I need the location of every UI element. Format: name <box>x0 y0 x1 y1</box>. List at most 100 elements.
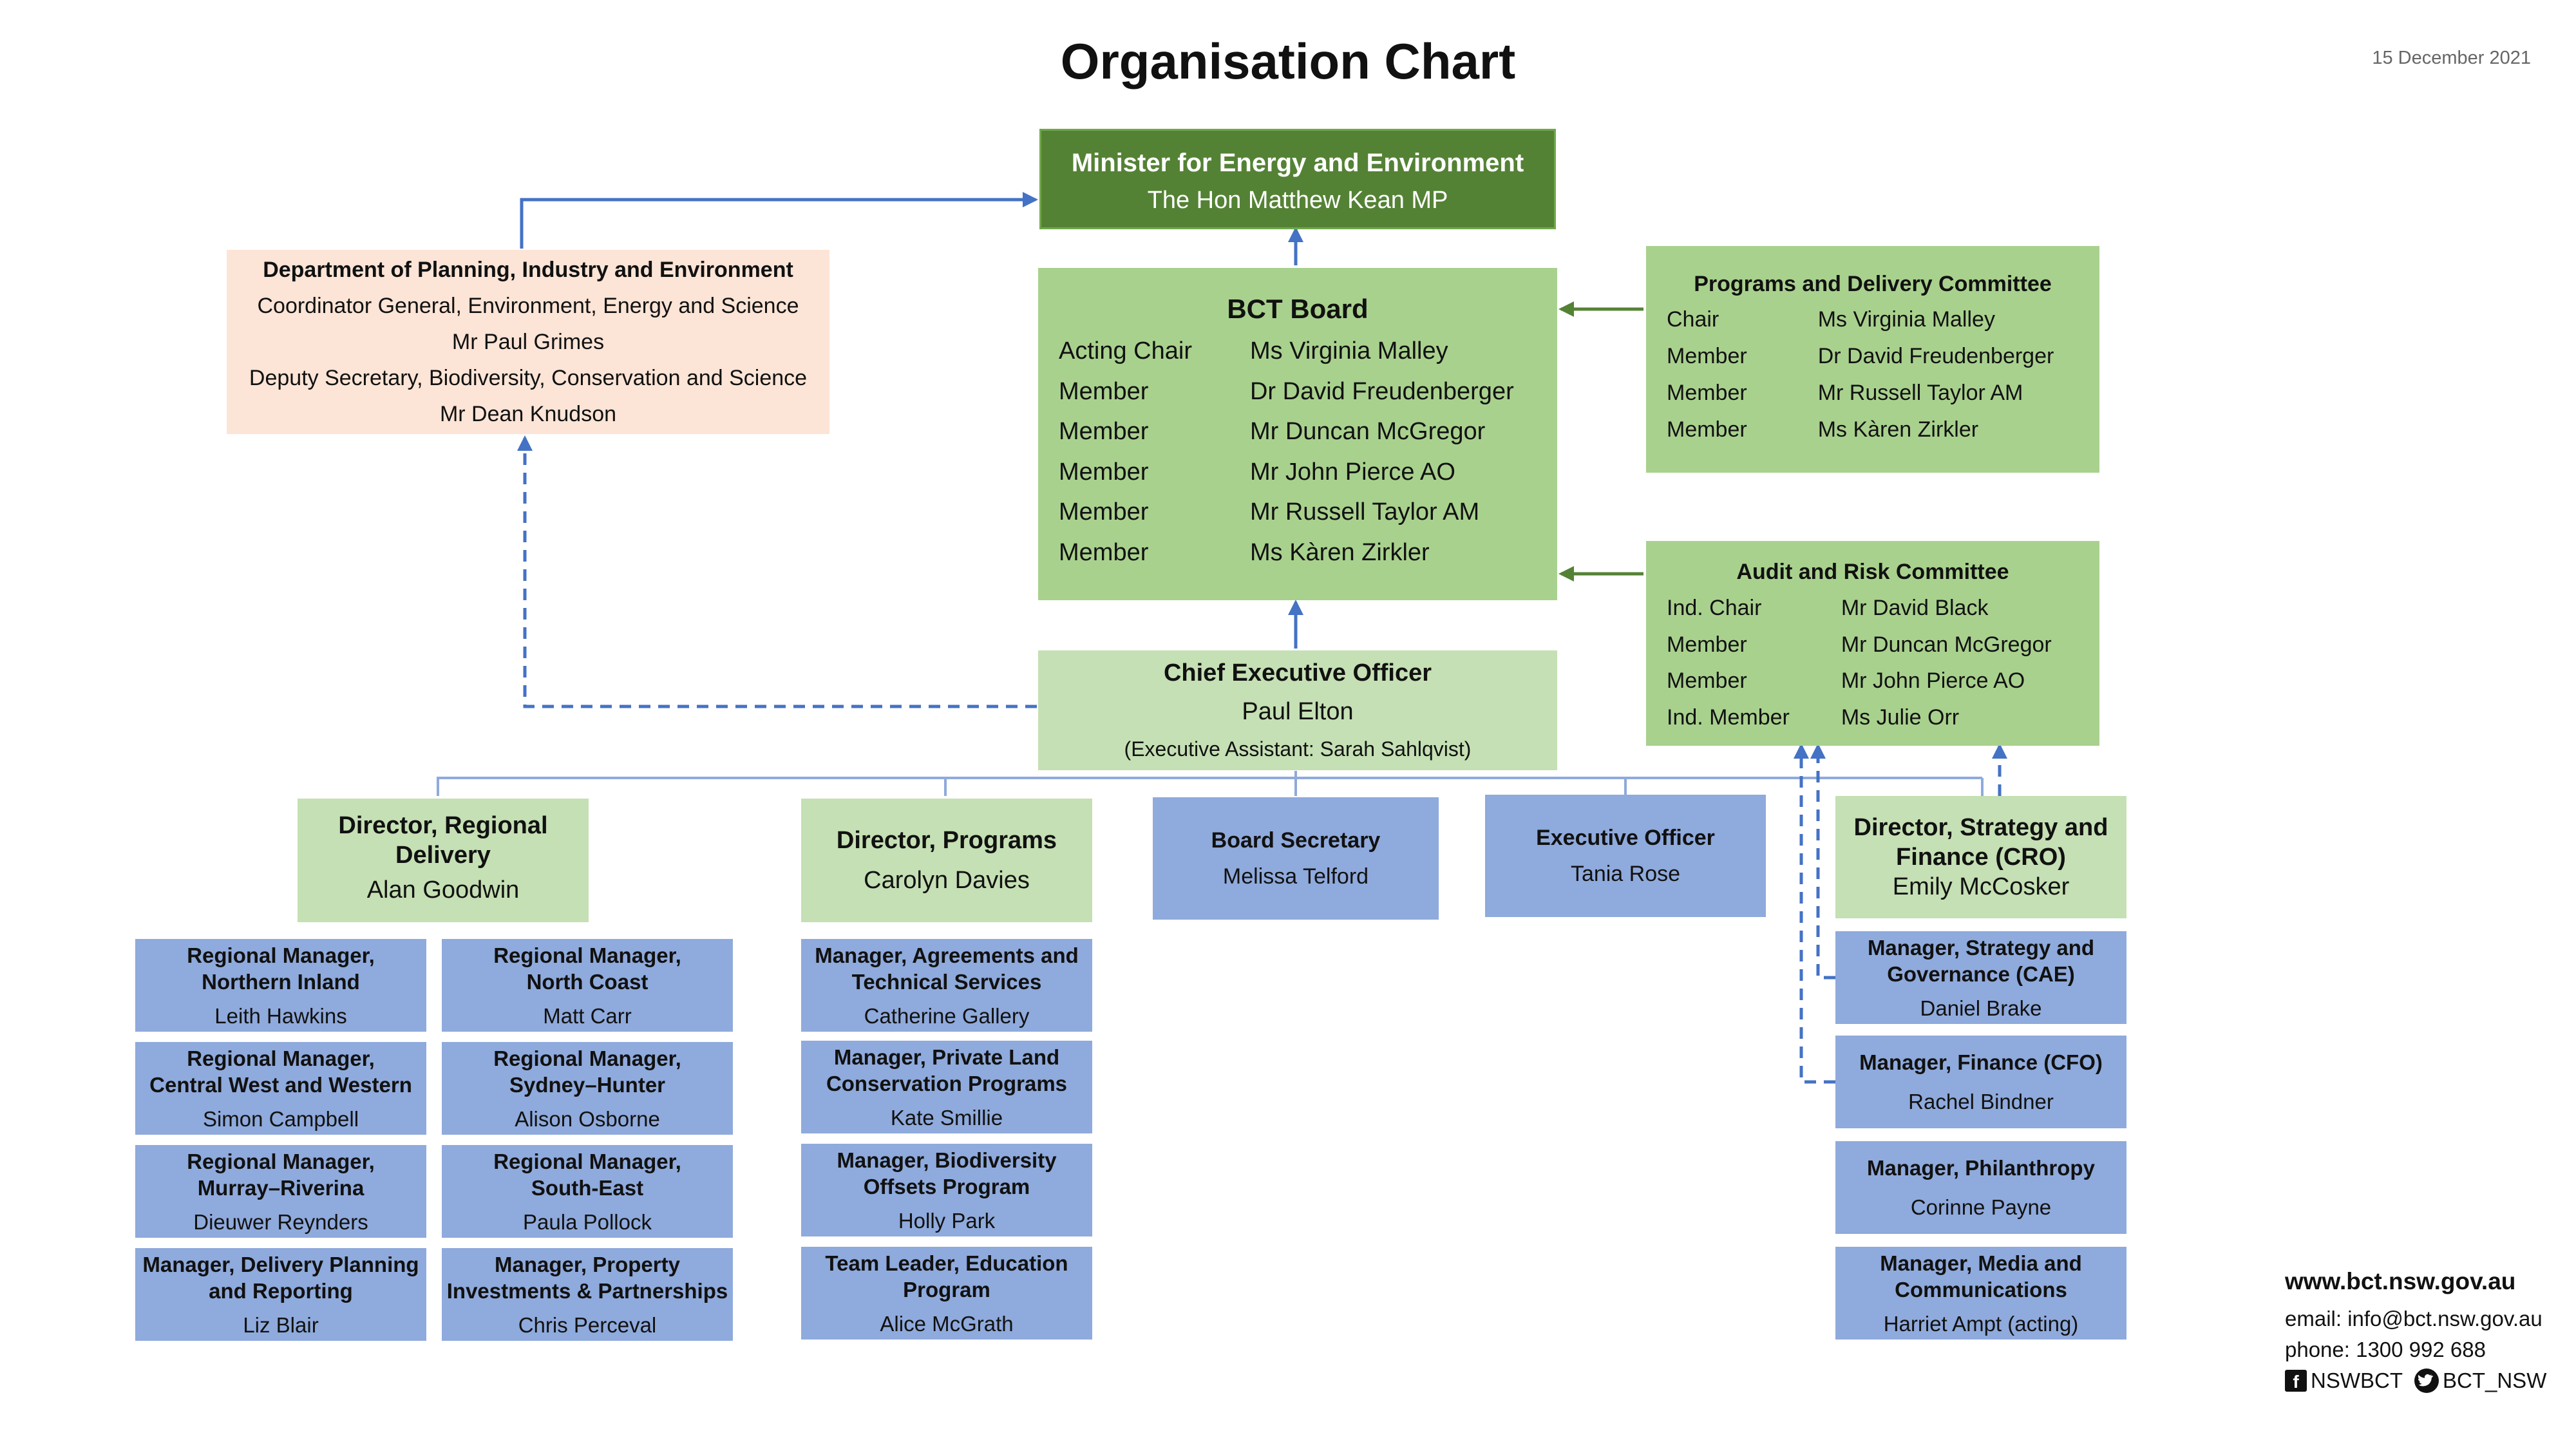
dpie-line: Mr Dean Knudson <box>439 402 617 426</box>
team-title: Regional Manager, <box>187 943 375 967</box>
board-member-role: Member <box>1059 377 1149 405</box>
team-title: Team Leader, Education <box>825 1251 1068 1275</box>
board-member-role: Member <box>1059 498 1149 526</box>
minister-title: Minister for Energy and Environment <box>1071 149 1524 177</box>
twitter-handle[interactable]: BCT_NSW <box>2443 1368 2547 1392</box>
board-member-role: Member <box>1059 458 1149 486</box>
arc-member-name: Mr John Pierce AO <box>1841 668 2025 693</box>
director-title: Director, Strategy and <box>1853 814 2108 841</box>
director-regional-box: Director, Regional Delivery Alan Goodwin <box>298 799 589 922</box>
email-text[interactable]: email: info@bct.nsw.gov.au <box>2285 1307 2543 1331</box>
board-box: BCT Board Acting Chair Ms Virginia Malle… <box>1038 268 1557 600</box>
team-box: Regional Manager, North Coast Matt Carr <box>442 939 733 1032</box>
team-name: Paula Pollock <box>523 1209 652 1234</box>
team-box: Manager, Property Investments & Partners… <box>442 1248 733 1341</box>
team-name: Holly Park <box>898 1208 996 1233</box>
ceo-to-dpie-dashed-line <box>517 435 1037 708</box>
team-box: Team Leader, Education Program Alice McG… <box>801 1247 1092 1340</box>
arc-member-name: Ms Julie Orr <box>1841 705 1960 730</box>
team-title: Governance (CAE) <box>1887 961 2075 986</box>
pdc-member-role: Member <box>1667 344 1747 368</box>
page-title: Organisation Chart <box>1060 33 1516 90</box>
team-name: Rachel Bindner <box>1908 1090 2054 1113</box>
team-title: Sydney–Hunter <box>509 1072 666 1097</box>
team-title: Regional Manager, <box>493 943 681 967</box>
team-name: Matt Carr <box>543 1003 632 1028</box>
team-title: South-East <box>531 1175 644 1200</box>
team-title: Investments & Partnerships <box>446 1278 728 1303</box>
pdc-member-role: Chair <box>1667 307 1719 332</box>
team-title: Murray–Riverina <box>197 1175 365 1200</box>
team-title: Manager, Strategy and <box>1867 935 2095 960</box>
arc-member-role: Member <box>1667 632 1747 657</box>
team-title: Regional Manager, <box>493 1046 681 1070</box>
team-title: Conservation Programs <box>826 1071 1068 1095</box>
team-name: Harriet Ampt (acting) <box>1883 1311 2079 1336</box>
team-title: Manager, Philanthropy <box>1867 1156 2095 1180</box>
team-title: Communications <box>1895 1277 2067 1302</box>
board-member-role: Member <box>1059 538 1149 566</box>
pdc-member-role: Member <box>1667 417 1747 442</box>
board-member-name: Dr David Freudenberger <box>1249 377 1514 405</box>
team-title: Northern Inland <box>202 969 360 994</box>
director-name: Emily McCosker <box>1892 873 2070 900</box>
pdc-member-role: Member <box>1667 381 1747 405</box>
cfo-to-arc-dashed-line <box>1794 743 1835 1084</box>
team-name: Chris Perceval <box>518 1312 657 1337</box>
director-title: Delivery <box>395 842 491 869</box>
arc-member-role: Ind. Member <box>1667 705 1790 730</box>
minister-name: The Hon Matthew Kean MP <box>1147 187 1448 214</box>
team-name: Leith Hawkins <box>214 1003 347 1028</box>
team-title: Regional Manager, <box>187 1149 375 1173</box>
pdc-box: Programs and Delivery Committee Chair Ms… <box>1646 246 2099 473</box>
team-title: Manager, Property <box>495 1252 680 1276</box>
dpie-line: Deputy Secretary, Biodiversity, Conserva… <box>249 366 808 390</box>
director-name: Carolyn Davies <box>864 867 1030 894</box>
team-name: Alice McGrath <box>880 1311 1014 1336</box>
facebook-handle[interactable]: NSWBCT <box>2311 1368 2403 1392</box>
board-member-name: Ms Kàren Zirkler <box>1249 538 1430 566</box>
twitter-icon[interactable] <box>2414 1368 2439 1393</box>
phone-text: phone: 1300 992 688 <box>2285 1338 2486 1361</box>
pdc-member-name: Ms Virginia Malley <box>1817 307 1995 332</box>
date-label: 15 December 2021 <box>2372 48 2531 68</box>
team-box: Manager, Private Land Conservation Progr… <box>801 1041 1092 1133</box>
dpie-line: Mr Paul Grimes <box>451 330 605 354</box>
exec-officer-name: Tania Rose <box>1570 862 1681 886</box>
pdc-title: Programs and Delivery Committee <box>1694 272 2052 296</box>
arc-member-role: Ind. Chair <box>1667 596 1762 620</box>
team-title: Regional Manager, <box>187 1046 375 1070</box>
team-title: Central West and Western <box>149 1072 412 1097</box>
team-name: Catherine Gallery <box>864 1003 1030 1028</box>
team-box: Manager, Finance (CFO) Rachel Bindner <box>1835 1036 2126 1128</box>
team-box: Regional Manager, Northern Inland Leith … <box>135 939 426 1032</box>
team-name: Daniel Brake <box>1920 996 2042 1020</box>
director-title: Finance (CRO) <box>1896 844 2066 871</box>
director-title: Director, Programs <box>836 827 1057 854</box>
team-box: Manager, Delivery Planning and Reporting… <box>135 1248 426 1341</box>
facebook-icon[interactable]: f <box>2285 1370 2307 1392</box>
board-member-name: Ms Virginia Malley <box>1249 337 1448 365</box>
team-title: Technical Services <box>851 969 1042 994</box>
pdc-member-name: Ms Kàren Zirkler <box>1817 417 1979 442</box>
contact-block: www.bct.nsw.gov.au email: info@bct.nsw.g… <box>2285 1264 2568 1396</box>
website-link[interactable]: www.bct.nsw.gov.au <box>2285 1268 2516 1294</box>
arc-title: Audit and Risk Committee <box>1736 560 2009 584</box>
dpie-to-minister-line <box>520 192 1038 249</box>
board-title: BCT Board <box>1227 294 1368 324</box>
team-title: Manager, Biodiversity <box>837 1148 1057 1172</box>
dpie-box: Department of Planning, Industry and Env… <box>227 250 829 434</box>
board-member-role: Acting Chair <box>1059 337 1192 365</box>
team-title: Manager, Finance (CFO) <box>1859 1050 2103 1074</box>
team-box: Manager, Philanthropy Corinne Payne <box>1835 1141 2126 1234</box>
team-name: Simon Campbell <box>202 1106 359 1131</box>
team-name: Alison Osborne <box>515 1106 660 1131</box>
minister-box: Minister for Energy and Environment The … <box>1039 129 1556 229</box>
team-name: Liz Blair <box>243 1312 319 1337</box>
team-title: and Reporting <box>209 1278 353 1303</box>
director-title: Director, Regional <box>338 812 548 839</box>
team-name: Dieuwer Reynders <box>193 1209 368 1234</box>
team-title: Program <box>903 1277 990 1302</box>
director-programs-box: Director, Programs Carolyn Davies <box>801 799 1092 922</box>
team-box: Manager, Strategy and Governance (CAE) D… <box>1835 931 2126 1024</box>
